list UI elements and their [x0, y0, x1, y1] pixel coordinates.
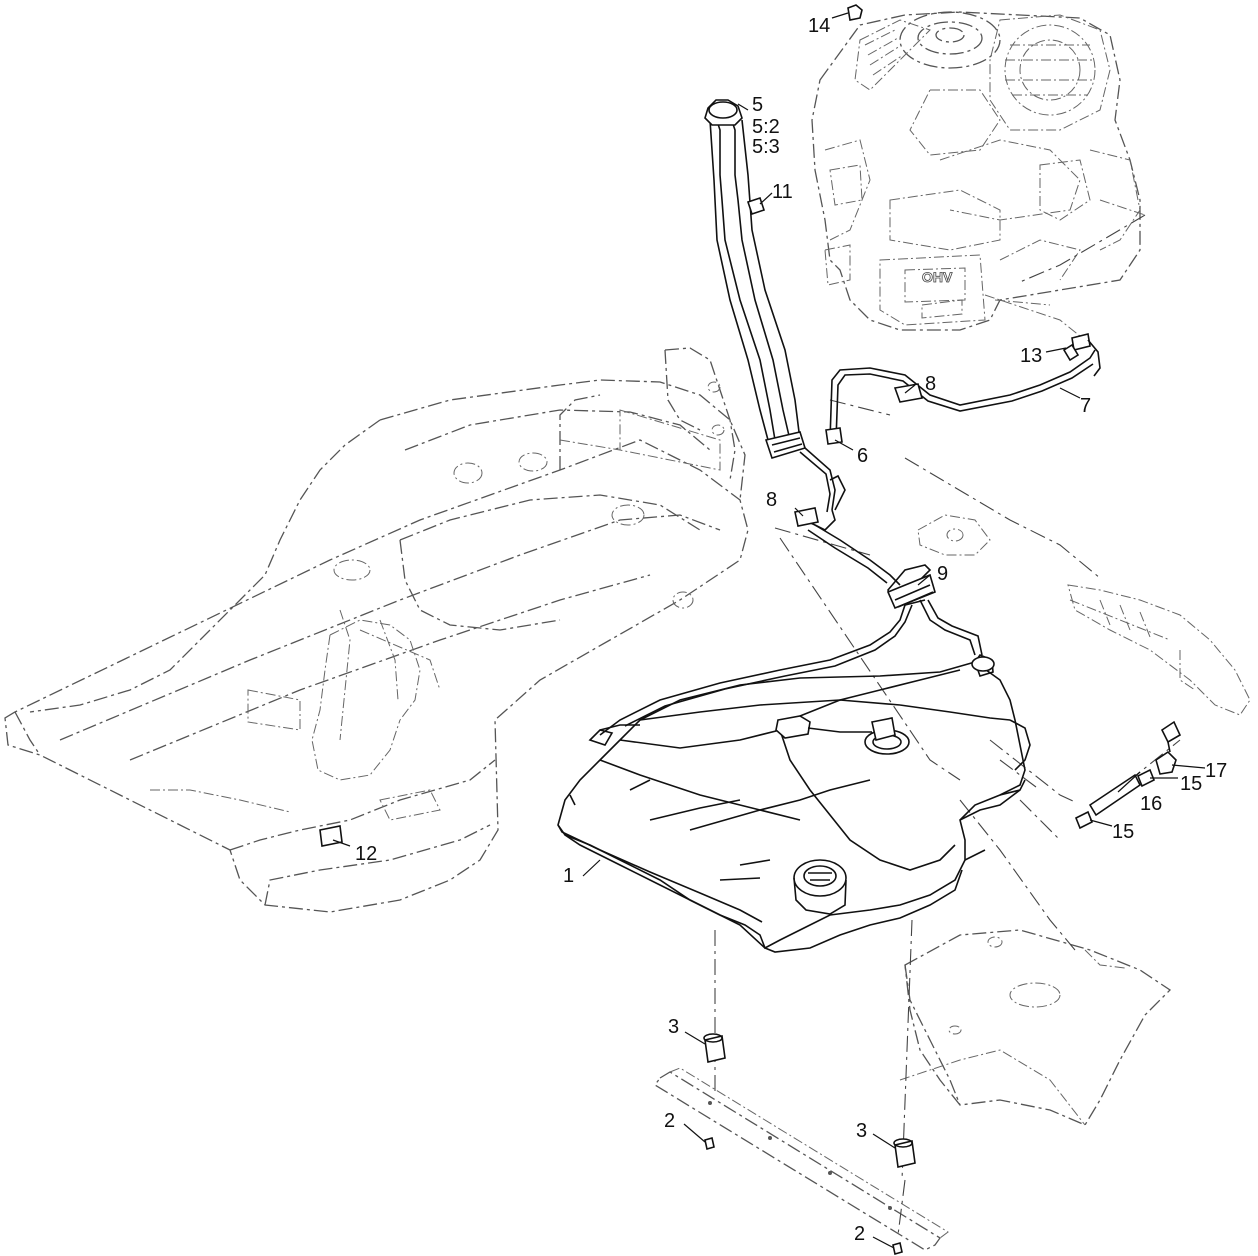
callout-11: 11 — [772, 181, 793, 203]
part-15-clamp-b — [1136, 768, 1156, 788]
callout-5: 5 — [752, 94, 763, 116]
callout-2-left: 2 — [664, 1110, 675, 1132]
engine-ohv-marking: OHV — [922, 269, 953, 285]
callout-7: 7 — [1080, 395, 1091, 417]
leader-lines — [332, 12, 1206, 1249]
callout-9: 9 — [937, 563, 948, 585]
callout-5-2: 5:2 — [752, 116, 780, 138]
part-11-clamp — [746, 196, 766, 216]
fuel-lines — [599, 99, 1101, 771]
part-13-clamp — [1062, 343, 1080, 362]
small-parts — [319, 4, 1182, 1256]
mounting-strap — [654, 1067, 949, 1251]
reference-lines — [714, 214, 1181, 1236]
part-17-valve — [1155, 750, 1177, 775]
part-2-nut-a — [704, 1136, 715, 1151]
engine: OHV — [811, 11, 1146, 341]
callout-8-upper: 8 — [925, 373, 936, 395]
callout-1: 1 — [563, 865, 574, 887]
right-brackets — [899, 514, 1251, 1126]
callout-labels: 14 5 5:2 5:3 11 13 8 7 6 8 9 17 15 16 15… — [355, 15, 1227, 1245]
callout-13: 13 — [1020, 345, 1042, 367]
callout-17: 17 — [1205, 760, 1227, 782]
callout-2-right: 2 — [854, 1223, 865, 1245]
callout-3-right: 3 — [856, 1120, 867, 1142]
fuel-tank — [557, 654, 1026, 953]
callout-12: 12 — [355, 843, 377, 865]
part-2-nut-b — [892, 1241, 903, 1256]
callout-6: 6 — [857, 445, 868, 467]
callout-16: 16 — [1140, 793, 1162, 815]
part-16-hose — [1088, 773, 1142, 817]
callout-5-3: 5:3 — [752, 136, 780, 158]
part-15-clamp-a — [1074, 810, 1094, 830]
callout-15-lower: 15 — [1112, 821, 1134, 843]
part-12-decal — [319, 825, 343, 847]
part-14-cap — [847, 4, 863, 21]
chassis-frame — [4, 347, 749, 913]
callout-8-lower: 8 — [766, 489, 777, 511]
callout-3-left: 3 — [668, 1016, 679, 1038]
callout-15-upper: 15 — [1180, 773, 1202, 795]
callout-14: 14 — [808, 15, 830, 37]
